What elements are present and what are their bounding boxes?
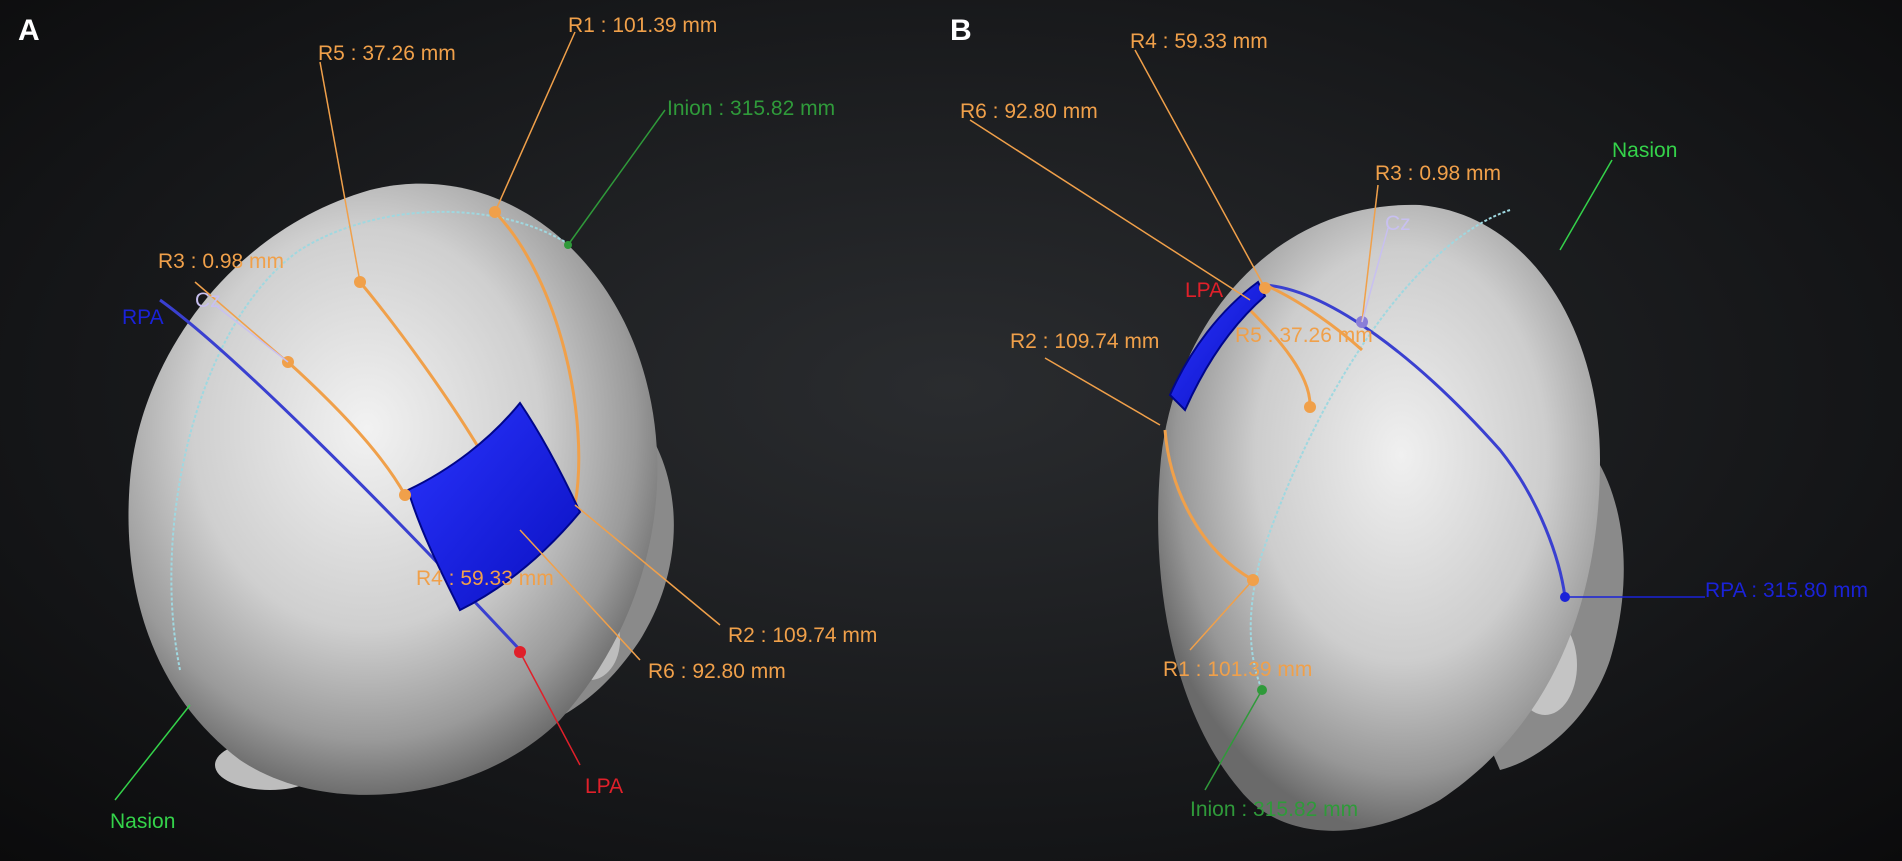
leader-nasion-b [1559,159,1613,251]
label-r2-a: R2 : 109.74 mm [728,624,877,647]
scalp-a [128,183,658,795]
panel-b-letter: B [950,14,972,47]
lpa-rpa-arc-b [1264,283,1567,598]
leader-cz-a [214,304,289,363]
head-model-b [1158,204,1624,831]
r5-arc-a [358,281,482,451]
label-r2-b: R2 : 109.74 mm [1010,330,1159,353]
label-r3-a: R3 : 0.98 mm [158,250,284,273]
label-lpa-a: LPA [585,775,623,798]
leader-r3-a [194,281,289,363]
point-r5-b [1304,401,1316,413]
leader-r2-b [1044,357,1161,426]
leader-r6-b [969,119,1251,301]
label-r4-b: R4 : 59.33 mm [1130,30,1268,53]
leader-r3-b [1361,184,1379,323]
label-cz-a: Cz [195,289,221,312]
leader-cz-b [1361,227,1389,323]
scalp-b [1158,204,1600,831]
panel-a: A R1 : 101.39 mm [18,14,877,833]
label-inion-a: Inion : 315.82 mm [667,97,835,120]
label-cz-b: Cz [1385,212,1411,235]
leader-r6-a [519,529,641,661]
label-r1-a: R1 : 101.39 mm [568,14,717,37]
r2-arc-b [1163,429,1254,582]
label-rpa-b: RPA : 315.80 mm [1705,579,1868,602]
label-rpa-a: RPA [122,306,164,329]
r3-arc-b [1264,283,1364,352]
head-model-a [128,183,674,795]
leader-inion-b [1204,689,1263,791]
leader-r1-a [494,31,576,213]
leader-r2-a [574,504,721,626]
r1-arc-a [493,210,581,506]
label-r1-b: R1 : 101.39 mm [1163,658,1312,681]
tms-coil-a [406,401,582,612]
label-r5-b: R5 : 37.26 mm [1235,324,1373,347]
r4-arc-a [286,360,407,496]
leader-nasion-a [114,704,191,801]
leader-r4-b [1134,49,1266,289]
r5-arc-b [1248,308,1312,406]
leader-r5-a [319,61,361,283]
label-r4-a: R4 : 59.33 mm [416,567,554,590]
panel-b: B R4 : 59.33 mm R6 : 92.8 [950,14,1868,831]
label-inion-b: Inion : 315.82 mm [1190,798,1358,821]
label-r6-a: R6 : 92.80 mm [648,660,786,683]
label-nasion-b: Nasion [1612,139,1677,162]
panel-a-letter: A [18,14,40,47]
leader-inion-a [567,109,666,246]
leader-r1-b [1189,579,1254,651]
label-r3-b: R3 : 0.98 mm [1375,162,1501,185]
label-r6-b: R6 : 92.80 mm [960,100,1098,123]
label-nasion-a: Nasion [110,810,175,833]
label-r5-a: R5 : 37.26 mm [318,42,456,65]
point-r4-a [399,489,411,501]
inion-nasion-arc-b [1249,209,1511,691]
leader-lpa-a [519,651,581,766]
label-lpa-b: LPA [1185,279,1223,302]
